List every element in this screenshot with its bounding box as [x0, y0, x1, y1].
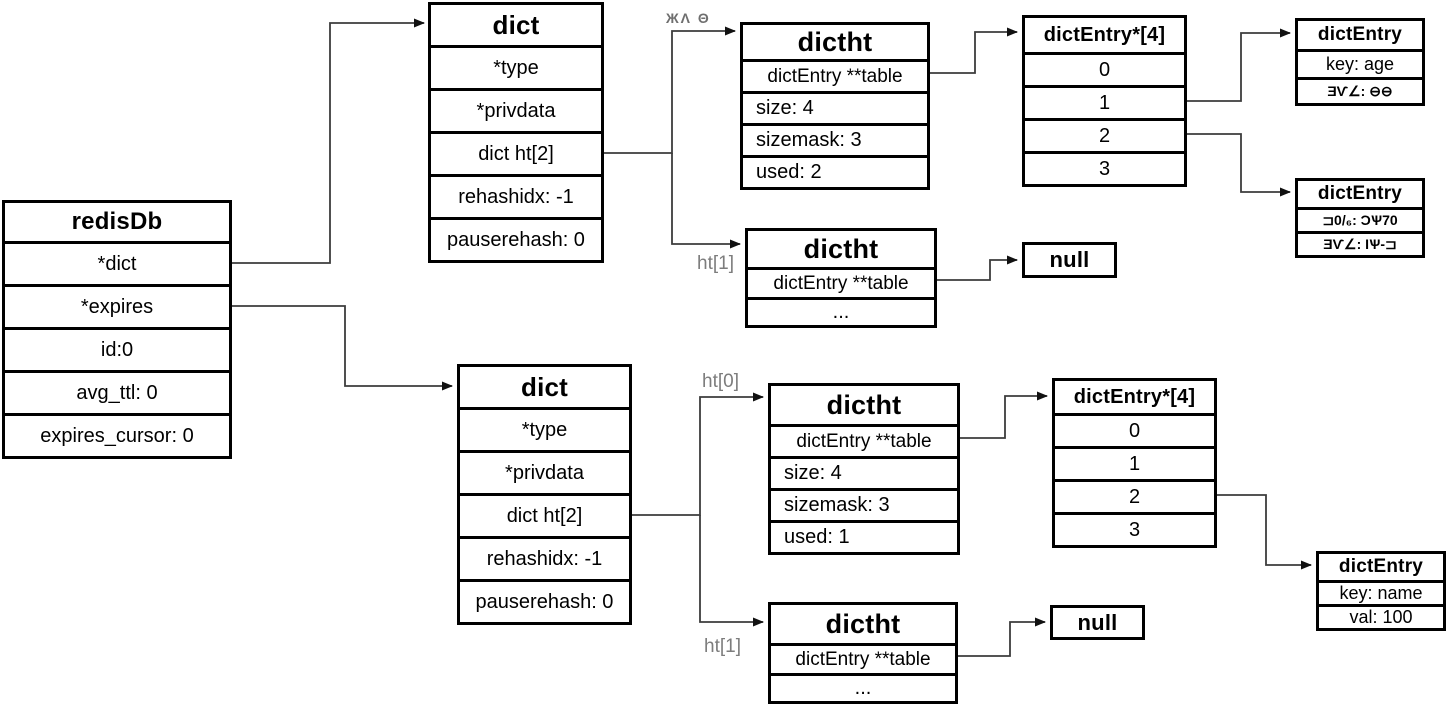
dictht-bottom-ht0-title: dictht [826, 389, 902, 420]
dict-bottom-field-rehashidx: rehashidx: -1 [460, 536, 629, 579]
redisdb-title: redisDb [71, 208, 163, 235]
connector-bottom-ht0 [632, 392, 764, 516]
connector-top-ht0 [604, 26, 736, 154]
dict-bottom-field-pauserehash: pauserehash: 0 [460, 579, 629, 622]
dictentry-age-val: ƎѴ∠: ⊖⊖ [1298, 77, 1422, 103]
dictentry-garbled-val: ƎѴ∠: ƖѰ-⊐ [1298, 231, 1422, 255]
dictht-bottom-ht0-size: size: 4 [771, 456, 957, 488]
array-top-slot-0: 0 [1025, 52, 1184, 85]
array-bottom-slot-0: 0 [1055, 413, 1214, 446]
array-bottom-slot-1: 1 [1055, 446, 1214, 479]
array-top-title: dictEntry*[4] [1043, 23, 1166, 46]
dictentry-garbled-key: ⊐0/₆: ƆѰ70 [1298, 207, 1422, 231]
array-top-slot-3: 3 [1025, 151, 1184, 184]
dictht-top-ht1-table: dictEntry **table [748, 267, 934, 297]
dict-bottom-field-type: *type [460, 407, 629, 450]
dictht-bottom-ht1-title: dictht [825, 608, 901, 639]
redisdb-field-avgttl: avg_ttl: 0 [5, 370, 229, 413]
label-ht0-top: ЖΛ Θ [666, 10, 711, 26]
node-dictht-bottom-ht1: dictht dictEntry **table ... [768, 602, 958, 704]
connector-top-null [937, 255, 1018, 281]
node-array-top: dictEntry*[4] 0 1 2 3 [1022, 15, 1187, 187]
connector-top-ht1 [671, 153, 741, 249]
dictht-top-ht0-title: dictht [797, 26, 873, 57]
dictentry-name-title: dictEntry [1338, 556, 1424, 577]
dictentry-age-key: key: age [1298, 49, 1422, 77]
dictht-bottom-ht1-table: dictEntry **table [771, 643, 955, 673]
connector-top-table [930, 27, 1018, 74]
connector-bottom-slot2 [1217, 494, 1312, 570]
connector-dict-pointer [232, 18, 425, 264]
dictentry-garbled-title: dictEntry [1317, 183, 1403, 204]
redisdb-field-expires: *expires [5, 284, 229, 327]
dict-top-field-privdata: *privdata [431, 88, 601, 131]
connector-top-slot1 [1187, 28, 1291, 102]
array-bottom-title: dictEntry*[4] [1073, 385, 1196, 408]
dictht-bottom-ht1-ellipsis: ... [771, 673, 955, 701]
node-dict-top: dict *type *privdata dict ht[2] rehashid… [428, 2, 604, 263]
dictht-top-ht0-size: size: 4 [743, 91, 927, 123]
dictht-top-ht0-table: dictEntry **table [743, 59, 927, 91]
node-dict-bottom: dict *type *privdata dict ht[2] rehashid… [457, 364, 632, 625]
redisdb-field-id: id:0 [5, 327, 229, 370]
connector-bottom-table [960, 391, 1048, 439]
node-dictht-top-ht1: dictht dictEntry **table ... [745, 228, 937, 328]
dictht-bottom-ht0-sizemask: sizemask: 3 [771, 488, 957, 520]
dict-bottom-title: dict [520, 371, 569, 402]
redisdb-field-expirescursor: expires_cursor: 0 [5, 413, 229, 456]
dict-top-field-rehashidx: rehashidx: -1 [431, 174, 601, 217]
null-bottom-label: null [1077, 609, 1118, 635]
dictentry-name-key: key: name [1319, 580, 1443, 604]
connector-top-slot2 [1187, 133, 1291, 197]
connector-bottom-ht1 [699, 515, 764, 627]
dictht-bottom-ht0-table: dictEntry **table [771, 424, 957, 456]
node-null-bottom: null [1050, 605, 1145, 640]
dictht-top-ht0-used: used: 2 [743, 155, 927, 187]
label-ht1-top: ht[1] [697, 253, 734, 274]
array-top-slot-1: 1 [1025, 85, 1184, 118]
connector-expires-pointer [232, 305, 453, 391]
node-redisdb: redisDb *dict *expires id:0 avg_ttl: 0 e… [2, 200, 232, 459]
dictentry-name-val: val: 100 [1319, 604, 1443, 628]
array-bottom-slot-3: 3 [1055, 512, 1214, 545]
dict-bottom-field-ht2: dict ht[2] [460, 493, 629, 536]
dict-top-field-ht2: dict ht[2] [431, 131, 601, 174]
dictht-bottom-ht0-used: used: 1 [771, 520, 957, 552]
label-ht1-bottom: ht[1] [704, 636, 741, 657]
array-bottom-slot-2: 2 [1055, 479, 1214, 512]
node-dictht-bottom-ht0: dictht dictEntry **table size: 4 sizemas… [768, 383, 960, 555]
dict-top-field-type: *type [431, 45, 601, 88]
node-dictentry-age: dictEntry key: age ƎѴ∠: ⊖⊖ [1295, 18, 1425, 106]
dict-top-field-pauserehash: pauserehash: 0 [431, 217, 601, 260]
connector-bottom-null [958, 617, 1046, 657]
node-dictentry-garbled: dictEntry ⊐0/₆: ƆѰ70 ƎѴ∠: ƖѰ-⊐ [1295, 178, 1425, 258]
dictht-top-ht1-title: dictht [803, 233, 879, 264]
dict-bottom-field-privdata: *privdata [460, 450, 629, 493]
redisdb-field-dict: *dict [5, 241, 229, 284]
node-dictentry-name: dictEntry key: name val: 100 [1316, 551, 1446, 631]
array-top-slot-2: 2 [1025, 118, 1184, 151]
dictentry-age-title: dictEntry [1317, 24, 1403, 45]
node-dictht-top-ht0: dictht dictEntry **table size: 4 sizemas… [740, 22, 930, 190]
dict-top-title: dict [492, 9, 540, 40]
dictht-top-ht0-sizemask: sizemask: 3 [743, 123, 927, 155]
node-null-top: null [1022, 242, 1117, 278]
null-top-label: null [1049, 247, 1090, 272]
node-array-bottom: dictEntry*[4] 0 1 2 3 [1052, 378, 1217, 548]
dictht-top-ht1-ellipsis: ... [748, 297, 934, 325]
label-ht0-bottom: ht[0] [702, 371, 739, 392]
